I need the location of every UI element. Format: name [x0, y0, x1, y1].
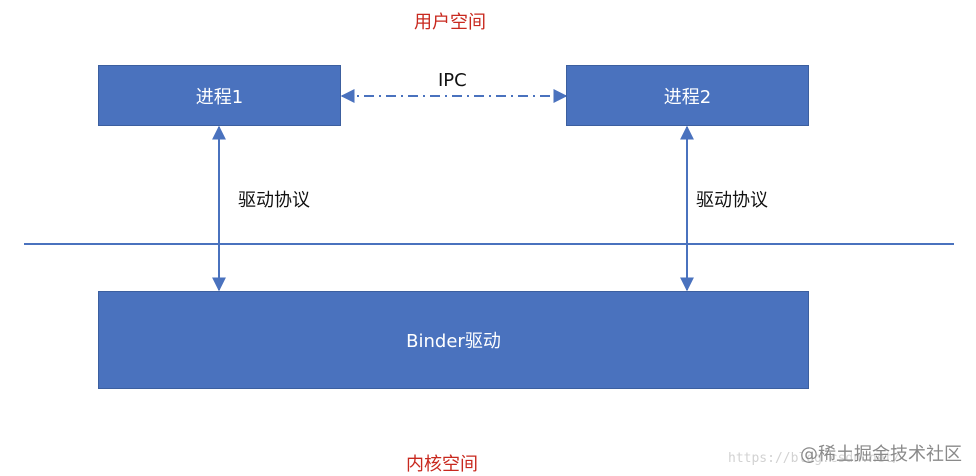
watermark-url: https://blog.csdn.net/ [728, 451, 901, 466]
binder-driver-box: Binder驱动 [98, 291, 809, 389]
ipc-label: IPC [438, 70, 467, 91]
process1-box: 进程1 [98, 65, 341, 126]
process1-label: 进程1 [195, 86, 244, 108]
watermark-brand: @稀土掘金技术社区 [800, 444, 962, 465]
process2-box: 进程2 [566, 65, 809, 126]
binder-driver-label: Binder驱动 [406, 331, 501, 352]
kernel-space-label: 内核空间 [406, 454, 478, 475]
process2-label: 进程2 [663, 86, 712, 108]
user-space-label: 用户空间 [414, 12, 486, 33]
driver-protocol-right-label: 驱动协议 [696, 190, 768, 211]
driver-protocol-left-label: 驱动协议 [238, 190, 310, 211]
